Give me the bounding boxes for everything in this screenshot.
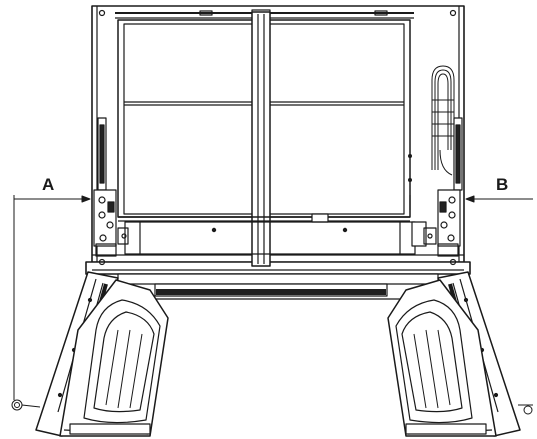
left-hinge-assembly bbox=[93, 117, 129, 257]
label-a: A bbox=[42, 175, 54, 194]
label-b: B bbox=[496, 175, 508, 194]
filter-panel bbox=[117, 11, 413, 267]
right-hinge-assembly bbox=[423, 117, 463, 257]
lower-crossbar bbox=[117, 273, 439, 300]
dimension-line-b bbox=[465, 195, 533, 415]
dimension-line-a bbox=[11, 195, 91, 411]
left-door-panel bbox=[35, 271, 169, 437]
right-coil-hose bbox=[431, 65, 455, 176]
right-door-panel bbox=[387, 271, 521, 437]
bottom-chamber bbox=[124, 221, 427, 255]
